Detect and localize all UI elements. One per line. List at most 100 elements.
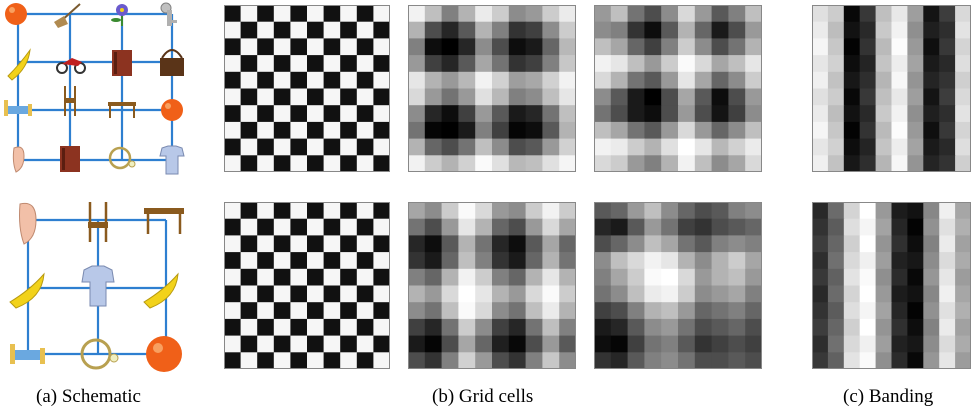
heatmap-cell (728, 121, 746, 140)
heatmap-cell (711, 71, 729, 90)
heatmap-cell (678, 138, 696, 156)
heatmap-cell (542, 138, 560, 156)
heatmap-cell (525, 38, 543, 56)
heatmap-cell (644, 218, 662, 236)
checker-cell (307, 252, 325, 270)
checker-cell (323, 202, 341, 220)
heatmap-cell (728, 5, 746, 23)
heatmap-cell (542, 202, 560, 220)
heatmap-cell (661, 318, 679, 337)
checker-cell (340, 55, 358, 73)
band-cell (939, 318, 956, 337)
heatmap-cell (508, 252, 527, 270)
checker-cell (307, 218, 325, 236)
band-cell (891, 121, 908, 140)
heatmap-cell (542, 252, 560, 270)
band-cell (955, 218, 971, 236)
heatmap-cell (559, 285, 576, 303)
schematic-grid-lines (16, 12, 174, 162)
heatmap-cell (610, 121, 629, 140)
heatmap-cell (728, 55, 746, 73)
checker-cell (290, 335, 308, 353)
band-cell (843, 202, 861, 220)
heatmap-cell (441, 71, 459, 90)
checker-cell (273, 55, 291, 73)
heatmap-cell (441, 55, 459, 73)
checker-cell (307, 268, 325, 286)
band-cell (875, 38, 893, 56)
checker-cell (257, 285, 275, 303)
band-cell (891, 218, 908, 236)
heatmap-cell (441, 155, 459, 172)
band-cell (812, 285, 829, 303)
heatmap-cell (441, 285, 459, 303)
band-cell (891, 21, 908, 39)
band-cell (859, 252, 877, 270)
heatmap-cell (492, 155, 510, 172)
panel-border (594, 202, 762, 369)
checker-cell (257, 55, 275, 73)
band-cell (859, 21, 877, 39)
band-cell (843, 138, 861, 156)
checker-cell (257, 155, 275, 172)
band-cell (812, 55, 829, 73)
checker-cell (273, 5, 291, 23)
band-cell (891, 318, 908, 337)
checker-cell (340, 121, 358, 140)
heatmap-cell (559, 21, 576, 39)
checker-cell (323, 302, 341, 320)
band-cell (923, 268, 940, 287)
band-cell (859, 138, 877, 156)
magnifier-icon (80, 338, 119, 370)
heatmap-cell (492, 202, 510, 220)
band-cell (907, 55, 924, 73)
checker-cell (323, 352, 341, 369)
band-cell (827, 88, 845, 106)
band-cell (812, 318, 829, 337)
checker-cell (323, 138, 341, 156)
heatmap-cell (594, 218, 612, 236)
checker-cell (224, 218, 242, 236)
motorbike-icon (56, 58, 86, 74)
band-cell (907, 138, 924, 156)
checker-cell (257, 335, 275, 353)
band-cell (812, 352, 829, 369)
checker-cell (340, 318, 358, 337)
heatmap-cell (694, 352, 713, 369)
band-cell (955, 235, 971, 253)
checker-cell (240, 302, 258, 320)
heatmap-cell (559, 71, 576, 90)
checker-cell (323, 105, 341, 123)
heatmap-cell (594, 268, 612, 287)
heatmap-cell (408, 268, 426, 287)
band-cell (955, 155, 971, 172)
band-cell (939, 55, 956, 73)
heatmap-cell (508, 218, 527, 236)
heatmap-cell (492, 252, 510, 270)
checker-cell (257, 5, 275, 23)
checker-cell (290, 218, 308, 236)
heatmap-cell (678, 318, 696, 337)
heatmap-cell (475, 352, 493, 369)
heatmap-cell (678, 121, 696, 140)
heatmap-cell (661, 121, 679, 140)
band-cell (859, 302, 877, 320)
checker-cell (240, 155, 258, 172)
band-cell (939, 5, 956, 23)
heatmap-cell (475, 252, 493, 270)
checker-cell (224, 71, 242, 89)
heatmap-cell (559, 202, 576, 220)
checker-cell (290, 318, 308, 337)
band-cell (955, 105, 971, 123)
band-cell (907, 71, 924, 90)
band-cell (939, 202, 956, 220)
band-cell (812, 218, 829, 236)
heatmap-cell (542, 285, 560, 303)
heatmap-cell (661, 38, 679, 56)
heatmap-cell (728, 252, 746, 270)
checker-cell (224, 155, 242, 172)
heatmap-cell (525, 5, 543, 23)
heatmap-cell (728, 268, 746, 287)
heatmap-cell (525, 121, 543, 140)
heatmap-cell (745, 235, 762, 253)
